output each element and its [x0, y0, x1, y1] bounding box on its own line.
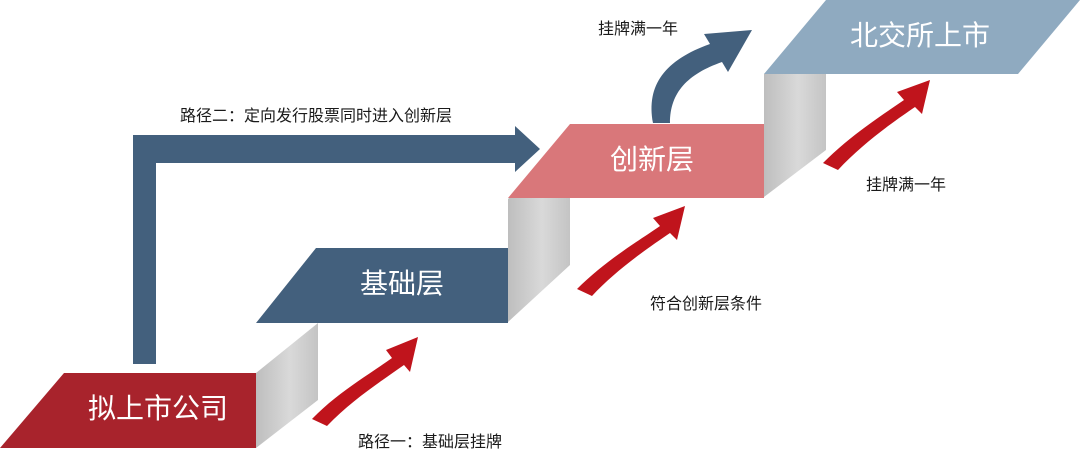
- riser-1: [256, 323, 318, 448]
- curved-up-arrow-icon: [577, 206, 685, 296]
- step-bse: [764, 0, 1080, 74]
- path-two-arrow: [133, 126, 540, 364]
- step-label-bse: 北交所上市: [850, 20, 990, 51]
- note-path-two: 路径二：定向发行股票同时进入创新层: [180, 107, 452, 125]
- note-innovation-condition: 符合创新层条件: [650, 295, 762, 313]
- note-path-one: 路径一：基础层挂牌: [358, 433, 502, 451]
- step-innovation: [508, 124, 764, 198]
- step-label-basic: 基础层: [360, 268, 444, 299]
- note-one-year-right: 挂牌满一年: [866, 176, 946, 194]
- curved-up-arrow-icon: [312, 337, 418, 426]
- step-basic: [256, 248, 508, 323]
- elbow-arrow-icon: [133, 126, 540, 364]
- step-label-pre-listed: 拟上市公司: [88, 393, 228, 424]
- note-one-year-top: 挂牌满一年: [598, 20, 678, 38]
- curved-up-arrow-icon: [823, 80, 930, 170]
- step-label-innovation: 创新层: [610, 144, 694, 175]
- curved-up-arrow-icon: [651, 30, 752, 123]
- step-pre-listed: [0, 373, 256, 448]
